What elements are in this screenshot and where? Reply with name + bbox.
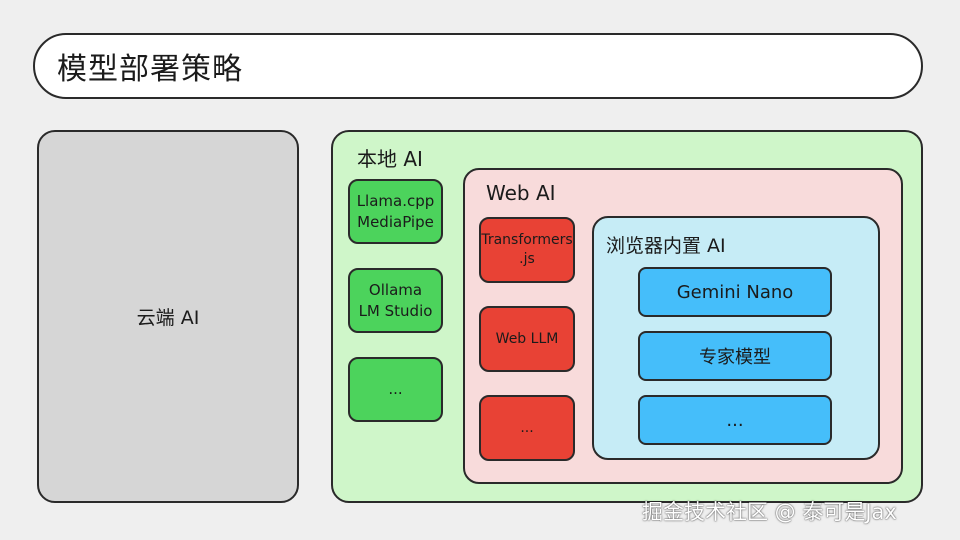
web-item-line: ... — [520, 419, 534, 436]
browser-ai-title: 浏览器内置 AI — [606, 235, 726, 257]
diagram-title-bar: 模型部署策略 — [33, 33, 923, 99]
browser-item-more: ... — [638, 395, 832, 445]
browser-item-expert-models: 专家模型 — [638, 331, 832, 381]
local-item-line: Ollama — [368, 280, 423, 299]
local-item-llamacpp: Llama.cpp MediaPipe — [348, 179, 443, 244]
diagram-title: 模型部署策略 — [57, 52, 243, 87]
web-item-more: ... — [479, 395, 575, 461]
cloud-ai-box: 云端 AI — [37, 130, 299, 503]
local-item-line: MediaPipe — [357, 212, 434, 231]
local-ai-title: 本地 AI — [357, 147, 423, 171]
web-item-line: Web LLM — [495, 330, 559, 347]
cloud-ai-label: 云端 AI — [136, 307, 200, 329]
web-ai-title: Web AI — [486, 181, 556, 205]
browser-item-gemini-nano: Gemini Nano — [638, 267, 832, 317]
watermark: 掘金技术社区 @ 泰可是Jax — [642, 500, 897, 524]
browser-item-label: ... — [726, 409, 744, 431]
local-item-ollama: Ollama LM Studio — [348, 268, 443, 333]
local-item-line: LM Studio — [358, 301, 433, 320]
web-item-line: Transformers — [481, 232, 573, 248]
web-item-line: .js — [519, 251, 535, 267]
local-item-line: Llama.cpp — [356, 191, 435, 210]
web-item-transformers: Transformers .js — [479, 217, 575, 283]
browser-item-label: 专家模型 — [699, 347, 771, 368]
local-item-more: ... — [348, 357, 443, 422]
local-item-line: ... — [388, 380, 403, 398]
web-item-webllm: Web LLM — [479, 306, 575, 372]
browser-item-label: Gemini Nano — [676, 281, 794, 303]
